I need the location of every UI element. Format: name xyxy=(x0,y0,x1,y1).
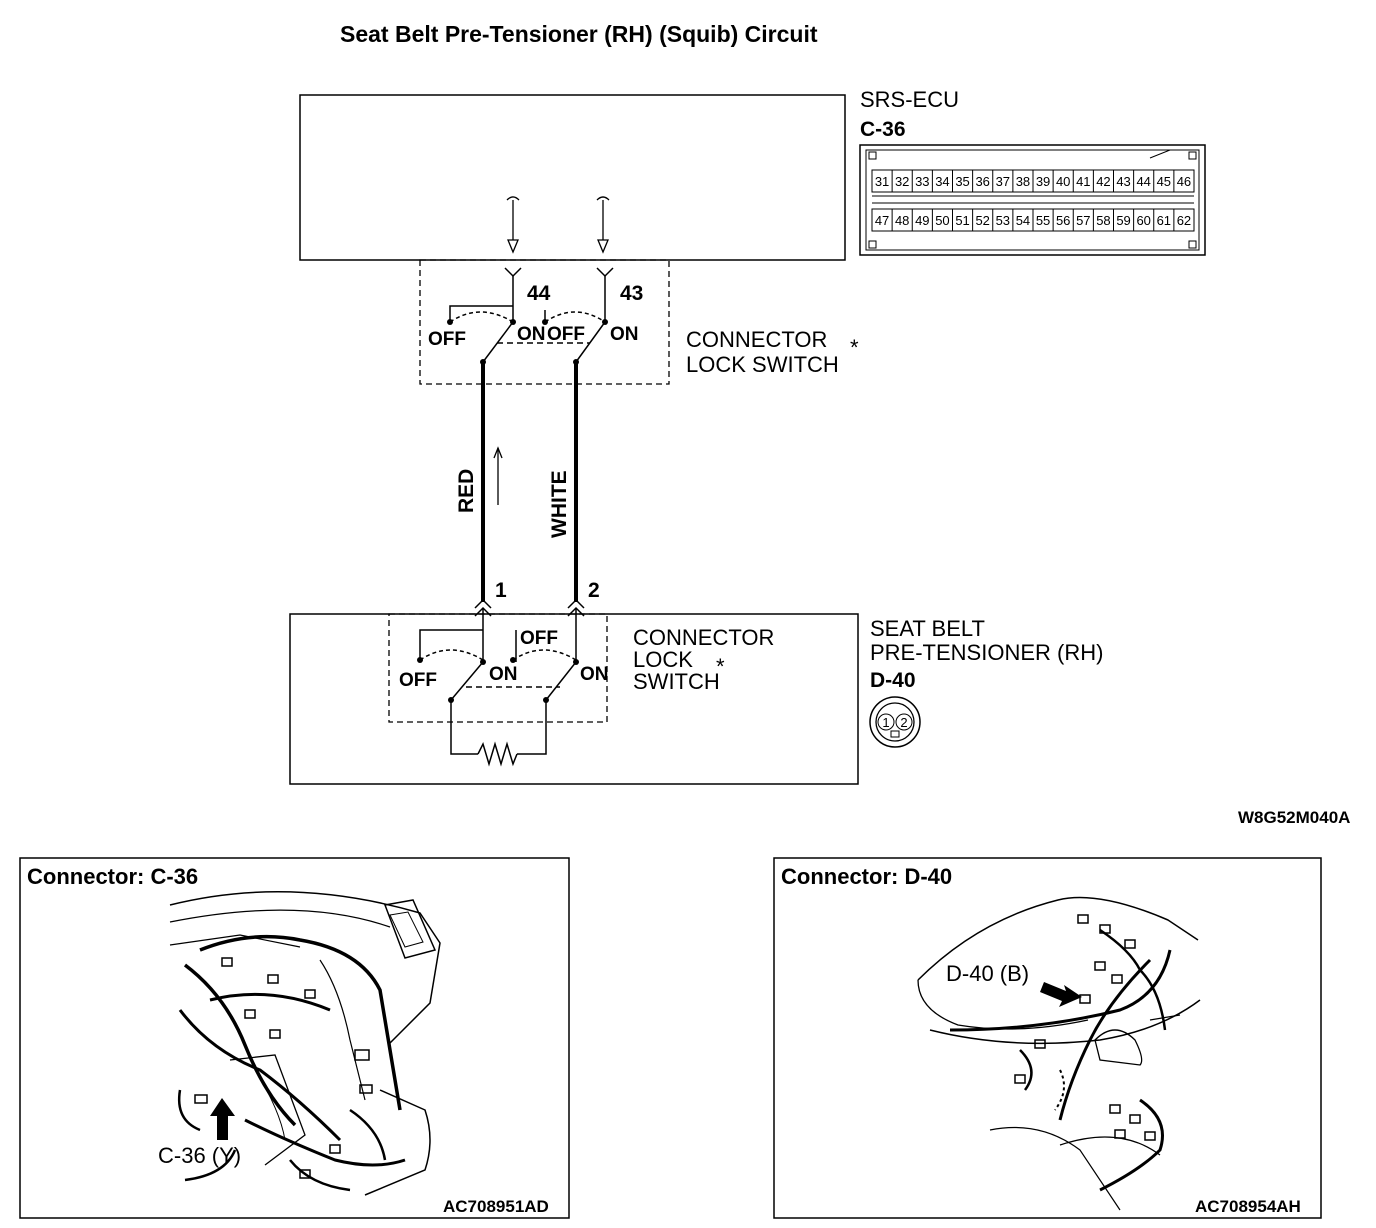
ecu-switch-on-right: ON xyxy=(610,324,639,345)
c36-pin-48: 48 xyxy=(895,213,909,228)
c36-pin-33: 33 xyxy=(915,174,929,189)
c36-pin-36: 36 xyxy=(975,174,989,189)
ecu-lock-switch-label-1: CONNECTOR xyxy=(686,327,827,352)
c36-pin-56: 56 xyxy=(1056,213,1070,228)
c36-pin-55: 55 xyxy=(1036,213,1050,228)
c36-pin-44: 44 xyxy=(1136,174,1150,189)
c36-pin-58: 58 xyxy=(1096,213,1110,228)
terminal-44-label: 44 xyxy=(527,282,551,305)
c36-pin-37: 37 xyxy=(996,174,1010,189)
ecu-switch-on-left: ON xyxy=(517,324,546,345)
c36-pin-43: 43 xyxy=(1116,174,1130,189)
panel-c36-title: Connector: C-36 xyxy=(27,864,198,889)
figure-code: W8G52M040A xyxy=(1238,808,1350,827)
pt-lock-switch-asterisk: * xyxy=(716,654,725,679)
pt-lock-switch-label-1: CONNECTOR xyxy=(633,625,774,650)
c36-pin-51: 51 xyxy=(955,213,969,228)
d40-connector-face: 1 2 xyxy=(869,696,921,748)
panel-c36 xyxy=(19,857,570,1219)
panel-c36-code: AC708951AD xyxy=(443,1197,549,1216)
wire-pin-2-label: 2 xyxy=(588,579,600,602)
pretensioner-name-2: PRE-TENSIONER (RH) xyxy=(870,640,1103,665)
pretensioner-wiring xyxy=(419,598,585,767)
c36-pin-60: 60 xyxy=(1136,213,1150,228)
pt-switch-off-left: OFF xyxy=(399,670,437,691)
c36-pin-34: 34 xyxy=(935,174,949,189)
d40-locator-arrow-icon xyxy=(1040,982,1082,1007)
srs-ecu-label: SRS-ECU xyxy=(860,87,959,112)
c36-pin-57: 57 xyxy=(1076,213,1090,228)
diagram-title: Seat Belt Pre-Tensioner (RH) (Squib) Cir… xyxy=(340,21,818,47)
c36-pin-52: 52 xyxy=(975,213,989,228)
d40-pin-2: 2 xyxy=(900,715,907,730)
panel-d40-callout: D-40 (B) xyxy=(946,961,1029,986)
ecu-lock-switch-wiring xyxy=(449,267,614,363)
pretensioner-contacts xyxy=(417,657,579,703)
srs-ecu-box xyxy=(299,94,846,261)
c36-pin-54: 54 xyxy=(1016,213,1030,228)
pretensioner-lock-switch-box xyxy=(388,613,608,723)
pretensioner-name-1: SEAT BELT xyxy=(870,616,985,641)
c36-pin-50: 50 xyxy=(935,213,949,228)
ecu-lock-switch-box xyxy=(419,259,670,385)
pt-lock-switch-label-2: LOCK xyxy=(633,647,693,672)
c36-pin-46: 46 xyxy=(1177,174,1191,189)
wire-pin-1-label: 1 xyxy=(495,579,507,602)
ecu-lock-switch-label-2: LOCK SWITCH xyxy=(686,352,839,377)
panel-c36-callout: C-36 (Y) xyxy=(158,1143,241,1168)
d40-pin-1: 1 xyxy=(882,715,889,730)
pt-switch-off-top: OFF xyxy=(520,628,558,649)
pretensioner-connector-id: D-40 xyxy=(870,669,916,692)
pt-lock-switch-label-3: SWITCH xyxy=(633,669,720,694)
ecu-switch-off-left: OFF xyxy=(428,329,466,350)
panel-d40-code: AC708954AH xyxy=(1195,1197,1301,1216)
c36-pin-35: 35 xyxy=(955,174,969,189)
wire-red-label: RED xyxy=(455,469,478,513)
c36-pin-31: 31 xyxy=(875,174,889,189)
c36-pin-61: 61 xyxy=(1157,213,1171,228)
c36-pin-row-bottom: 47 48 49 50 51 52 53 54 55 56 57 58 59 60 61 62 xyxy=(875,209,1191,231)
c36-pin-53: 53 xyxy=(996,213,1010,228)
wire-white-label: WHITE xyxy=(548,470,571,538)
current-direction-arrow-icon xyxy=(493,446,503,505)
panel-d40 xyxy=(773,857,1322,1219)
ecu-connector-id: C-36 xyxy=(860,118,906,141)
ecu-signal-symbols xyxy=(506,196,610,254)
vehicle-harness-illustration xyxy=(917,896,1201,1211)
c36-pin-45: 45 xyxy=(1157,174,1171,189)
c36-pin-41: 41 xyxy=(1076,174,1090,189)
ecu-switch-off-right: OFF xyxy=(547,324,585,345)
c36-pin-row-top: 31 32 33 34 35 36 37 38 39 40 41 42 43 44 45 46 xyxy=(875,170,1191,192)
c36-pin-42: 42 xyxy=(1096,174,1110,189)
c36-pin-47: 47 xyxy=(875,213,889,228)
pt-switch-on-left: ON xyxy=(489,664,518,685)
dashboard-harness-illustration xyxy=(169,891,441,1196)
c36-pin-59: 59 xyxy=(1116,213,1130,228)
c36-pin-62: 62 xyxy=(1177,213,1191,228)
c36-connector-face: 31 32 33 34 35 36 37 38 39 40 41 42 43 44 45 46 47 48 49 5… xyxy=(859,144,1206,256)
c36-locator-arrow-icon xyxy=(210,1098,235,1140)
pt-switch-on-right: ON xyxy=(580,664,609,685)
c36-pin-38: 38 xyxy=(1016,174,1030,189)
terminal-43-label: 43 xyxy=(620,282,643,305)
c36-pin-49: 49 xyxy=(915,213,929,228)
c36-pin-40: 40 xyxy=(1056,174,1070,189)
c36-pin-39: 39 xyxy=(1036,174,1050,189)
panel-d40-title: Connector: D-40 xyxy=(781,864,952,889)
c36-pin-32: 32 xyxy=(895,174,909,189)
ecu-lock-switch-asterisk: * xyxy=(850,335,859,360)
